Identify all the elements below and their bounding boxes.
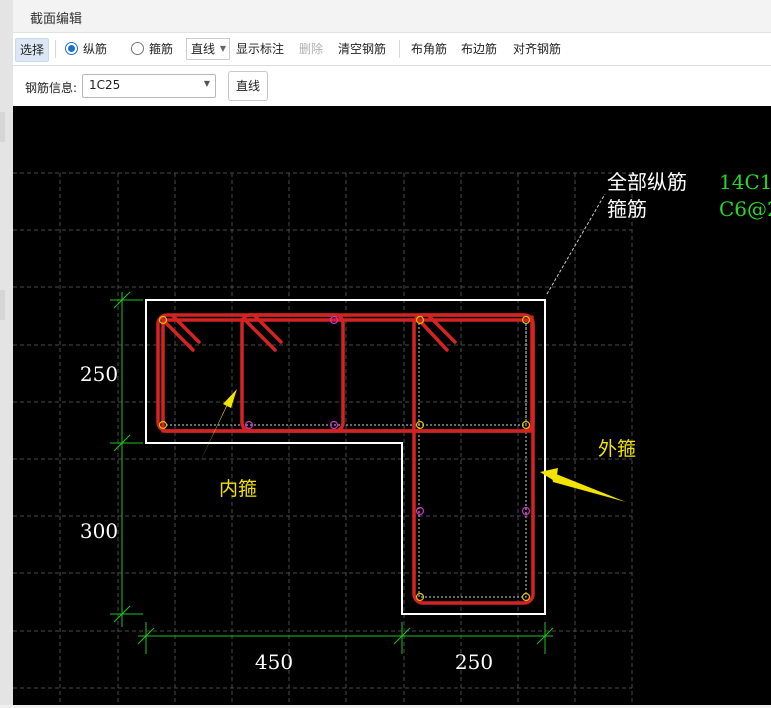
rebar-info-label: 钢筋信息: xyxy=(25,81,78,95)
rebar-bars xyxy=(158,315,531,602)
background-app-strip xyxy=(0,0,13,705)
outer-stirrup-vertical xyxy=(412,313,535,605)
toolbar-separator xyxy=(55,40,56,58)
callout-outer-label: 外箍 xyxy=(598,438,636,460)
callout-outer-arrow xyxy=(540,468,626,502)
background-tab xyxy=(0,290,5,320)
toolbar-separator xyxy=(399,40,400,58)
chevron-down-icon: ▼ xyxy=(203,79,210,88)
info-value-stirrup: C6@200 xyxy=(719,197,771,221)
rebar-select-value: 1C25 xyxy=(89,78,121,92)
callout-inner-arrow xyxy=(199,389,237,464)
edge-rebar-button[interactable]: 布边筋 xyxy=(461,42,498,56)
title-bar[interactable]: 截面编辑 xyxy=(13,0,771,33)
toolbar: 选择 纵筋 箍筋 直线▼ 显示标注 删除 清空钢筋 布角筋 布边筋 对齐钢筋 xyxy=(13,33,771,66)
info-value-longitudinal: 14C14 xyxy=(719,170,771,194)
line-mode-value: 直线 xyxy=(191,42,216,56)
rebar-info-bar: 钢筋信息: 1C25 ▼ 直线 xyxy=(13,66,771,106)
background-tab xyxy=(0,112,5,142)
longitudinal-radio-label: 纵筋 xyxy=(83,42,108,56)
grid xyxy=(13,172,633,705)
radio-checked-icon xyxy=(65,42,78,55)
stirrup-radio[interactable]: 箍筋 xyxy=(131,33,173,65)
select-button[interactable]: 选择 xyxy=(15,38,50,62)
rebar-select[interactable]: 1C25 ▼ xyxy=(82,74,216,98)
dim-left-upper: 250 xyxy=(80,362,118,386)
dim-left-lower: 300 xyxy=(80,519,118,543)
radio-unchecked-icon xyxy=(131,42,144,55)
dim-bottom-left: 450 xyxy=(255,650,293,674)
section-editor-dialog: 截面编辑 选择 纵筋 箍筋 直线▼ 显示标注 删除 清空钢筋 布角筋 布边筋 对… xyxy=(13,0,771,705)
dim-bottom-right: 250 xyxy=(455,650,493,674)
corner-rebar-button[interactable]: 布角筋 xyxy=(411,42,448,56)
line-mode-dropdown[interactable]: 直线▼ xyxy=(186,38,231,60)
dialog-title: 截面编辑 xyxy=(30,12,83,27)
chevron-down-icon: ▼ xyxy=(219,44,227,53)
align-rebar-button[interactable]: 对齐钢筋 xyxy=(513,42,562,56)
longitudinal-radio[interactable]: 纵筋 xyxy=(65,33,107,65)
stirrup-radio-label: 箍筋 xyxy=(149,42,174,56)
delete-button[interactable]: 删除 xyxy=(299,42,324,56)
inner-stirrup-left xyxy=(240,313,345,433)
clear-rebar-button[interactable]: 清空钢筋 xyxy=(338,42,387,56)
callout-inner-label: 内箍 xyxy=(219,478,257,500)
leader-line xyxy=(546,193,606,295)
drawing-canvas[interactable]: 250 300 450 250 全部纵筋 14C14 箍筋 C6@200 内箍 … xyxy=(13,106,771,705)
line-button[interactable]: 直线 xyxy=(228,71,268,101)
section-outline xyxy=(145,299,546,615)
stirrups xyxy=(156,313,535,605)
dimension-lines xyxy=(110,291,554,654)
show-dims-button[interactable]: 显示标注 xyxy=(236,42,285,56)
info-label-longitudinal: 全部纵筋 xyxy=(607,170,687,194)
info-label-stirrup: 箍筋 xyxy=(607,197,647,221)
stirrup-hooks xyxy=(161,314,457,352)
